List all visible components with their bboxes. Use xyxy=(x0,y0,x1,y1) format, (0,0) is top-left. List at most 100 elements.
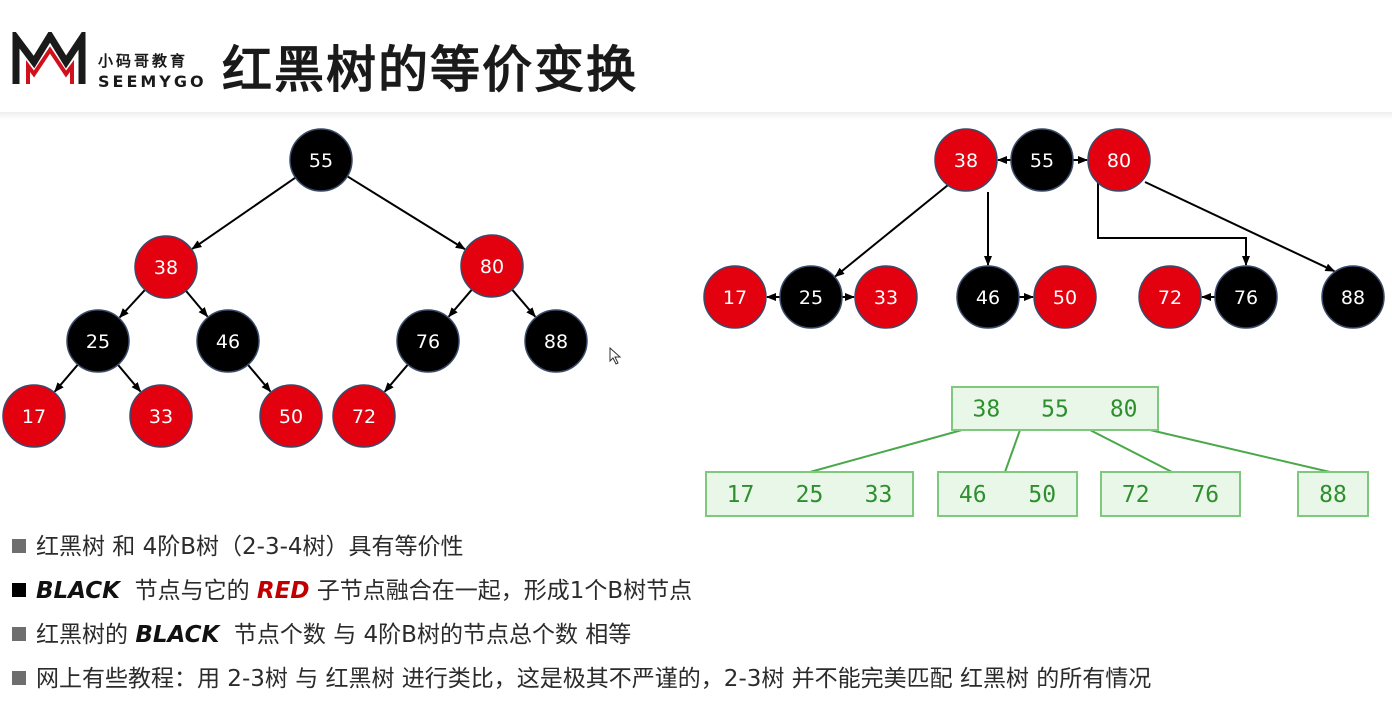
merged-node-80 xyxy=(1087,128,1151,192)
btree-key: 76 xyxy=(1191,482,1219,508)
rb-node-17 xyxy=(2,384,66,448)
bullet-square-icon xyxy=(12,539,26,553)
btree-key: 17 xyxy=(727,482,755,508)
rb-node-88 xyxy=(524,309,588,373)
merged-node-label: 38 xyxy=(954,150,978,172)
rb-edge xyxy=(54,363,79,393)
btree-leaf-node xyxy=(937,471,1078,517)
btree-key: 72 xyxy=(1122,482,1150,508)
bullet-merge-rule: BLACK 节点与它的 RED 子节点融合在一起，形成1个B树节点 xyxy=(12,574,1382,618)
merged-node-label: 33 xyxy=(874,287,898,309)
merged-node-label: 72 xyxy=(1158,287,1182,309)
merged-node-17 xyxy=(703,265,767,329)
btree-leaf-node xyxy=(1100,471,1241,517)
merged-node-label: 46 xyxy=(976,287,1000,309)
rb-node-46 xyxy=(196,309,260,373)
btree-key: 55 xyxy=(1041,397,1069,423)
merged-edge xyxy=(1144,181,1336,273)
keyword-red: RED xyxy=(256,578,310,604)
rb-node-38 xyxy=(134,235,198,299)
merged-edge xyxy=(834,184,949,278)
rb-node-25 xyxy=(66,309,130,373)
diagram-canvas: 55 38 80 25 46 76 88 17 33 50 72 38 55 80 17 25 33 46 50 72… xyxy=(2,128,1385,517)
merged-node-76 xyxy=(1214,265,1278,329)
rb-edge xyxy=(117,364,142,393)
merged-node-46 xyxy=(956,265,1020,329)
rb-node-33 xyxy=(129,384,193,448)
btree-key: 46 xyxy=(959,482,987,508)
rb-node-label: 33 xyxy=(149,406,173,428)
rb-node-label: 50 xyxy=(279,406,303,428)
btree-key: 80 xyxy=(1110,397,1138,423)
page-title: 红黑树的等价变换 xyxy=(222,41,638,99)
rb-node-80 xyxy=(460,234,524,298)
rb-node-label: 17 xyxy=(22,406,46,428)
bullet-text: 子节点融合在一起，形成1个B树节点 xyxy=(316,578,693,604)
rb-edge xyxy=(384,363,409,393)
bullet-equivalence: 红黑树 和 4阶B树（2-3-4树）具有等价性 xyxy=(12,530,1382,574)
keyword-black: BLACK xyxy=(135,622,220,648)
rb-edge xyxy=(346,175,466,250)
btree-key: 38 xyxy=(972,397,1000,423)
merged-node-25 xyxy=(779,265,843,329)
bullet-text: 节点个数 与 4阶B树的节点总个数 相等 xyxy=(233,622,632,648)
merged-node-72 xyxy=(1138,265,1202,329)
rb-node-76 xyxy=(396,309,460,373)
rb-edge xyxy=(247,364,272,393)
logo-text-cn: 小码哥教育 xyxy=(98,52,189,70)
header: 小码哥教育 SEEMYGO 红黑树的等价变换 xyxy=(0,0,1392,112)
rb-node-label: 25 xyxy=(86,331,110,353)
btree-key: 88 xyxy=(1319,482,1347,508)
rb-node-label: 38 xyxy=(154,257,178,279)
rb-edge xyxy=(448,288,473,318)
merged-node-label: 17 xyxy=(723,287,747,309)
merged-node-38 xyxy=(934,128,998,192)
merged-node-50 xyxy=(1033,265,1097,329)
rb-node-label: 55 xyxy=(309,150,333,172)
rb-edge xyxy=(118,289,146,319)
merged-node-label: 25 xyxy=(799,287,823,309)
btree-leaf-node xyxy=(1297,471,1369,517)
btree-key: 33 xyxy=(865,482,893,508)
rb-node-50 xyxy=(259,384,323,448)
btree-key: 50 xyxy=(1028,482,1056,508)
merged-node-label: 55 xyxy=(1030,150,1054,172)
merged-node-33 xyxy=(854,265,918,329)
rb-edge xyxy=(511,288,536,318)
merged-node-88 xyxy=(1321,265,1385,329)
bullet-square-icon xyxy=(12,671,26,685)
rb-node-label: 72 xyxy=(352,406,376,428)
btree-edge xyxy=(1004,429,1021,473)
rb-node-55 xyxy=(289,128,353,192)
rb-edge xyxy=(185,290,209,318)
bullet-square-icon xyxy=(12,583,26,597)
btree-leaf-node xyxy=(705,471,914,517)
merged-edge xyxy=(1097,182,1250,266)
merged-node-label: 88 xyxy=(1341,287,1365,309)
merged-node-55 xyxy=(1010,128,1074,192)
header-divider xyxy=(0,112,1392,120)
rb-node-label: 88 xyxy=(544,331,568,353)
keyword-black: BLACK xyxy=(36,578,120,604)
merged-node-label: 76 xyxy=(1234,287,1258,309)
bullet-text: 红黑树 和 4阶B树（2-3-4树）具有等价性 xyxy=(36,534,464,560)
rb-node-72 xyxy=(332,384,396,448)
mouse-cursor-icon xyxy=(609,347,622,365)
btree-edge xyxy=(1089,429,1173,473)
bullet-square-icon xyxy=(12,627,26,641)
bullet-2-3-tree-note: 网上有些教程：用 2-3树 与 红黑树 进行类比，这是极其不严谨的，2-3树 并… xyxy=(12,662,1382,706)
logo-text-en: SEEMYGO xyxy=(98,72,207,91)
btree-edge xyxy=(1149,429,1331,473)
logo: 小码哥教育 SEEMYGO xyxy=(12,32,204,92)
merged-node-label: 50 xyxy=(1053,287,1077,309)
bullet-text: 红黑树的 xyxy=(36,622,128,648)
bullet-count-equal: 红黑树的 BLACK 节点个数 与 4阶B树的节点总个数 相等 xyxy=(12,618,1382,662)
rb-edge xyxy=(191,176,297,250)
rb-node-label: 76 xyxy=(416,331,440,353)
merged-node-label: 80 xyxy=(1107,150,1131,172)
logo-mark-icon xyxy=(12,32,86,84)
btree-root-node xyxy=(951,386,1159,431)
bullet-text: 节点与它的 xyxy=(134,578,250,604)
bullet-text: 网上有些教程：用 2-3树 与 红黑树 进行类比，这是极其不严谨的，2-3树 并… xyxy=(36,666,1152,692)
btree-edge xyxy=(809,429,963,473)
